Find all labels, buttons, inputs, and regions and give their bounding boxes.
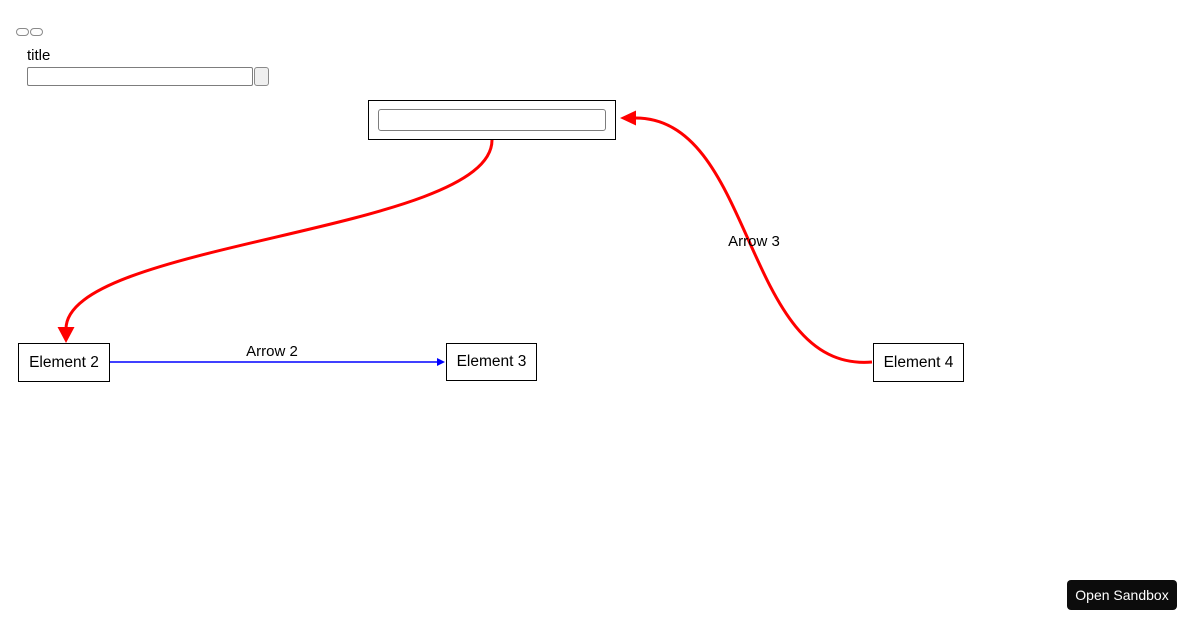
element2-box: Element 2 <box>18 343 110 382</box>
pill-button-group <box>16 28 43 36</box>
title-label: title <box>27 47 51 64</box>
element4-box: Element 4 <box>873 343 964 382</box>
title-submit-button[interactable] <box>254 67 269 86</box>
arrow3-arrowhead-icon <box>620 110 636 126</box>
element4-label: Element 4 <box>883 353 954 371</box>
title-input[interactable] <box>27 67 253 86</box>
element3-label: Element 3 <box>456 353 527 370</box>
element2-label: Element 2 <box>29 353 99 371</box>
element1-box <box>368 100 616 140</box>
element1-input[interactable] <box>378 109 606 131</box>
element3-box: Element 3 <box>446 343 537 381</box>
open-sandbox-button[interactable]: Open Sandbox <box>1067 580 1177 610</box>
arrow2-label: Arrow 2 <box>246 343 298 360</box>
arrow1-curve <box>64 139 494 330</box>
pill-button-2[interactable] <box>30 28 43 36</box>
pill-button-1[interactable] <box>16 28 29 36</box>
arrow1-arrowhead-icon <box>57 327 75 343</box>
arrow3-label: Arrow 3 <box>728 233 780 250</box>
arrow2-arrowhead-icon <box>437 358 445 366</box>
